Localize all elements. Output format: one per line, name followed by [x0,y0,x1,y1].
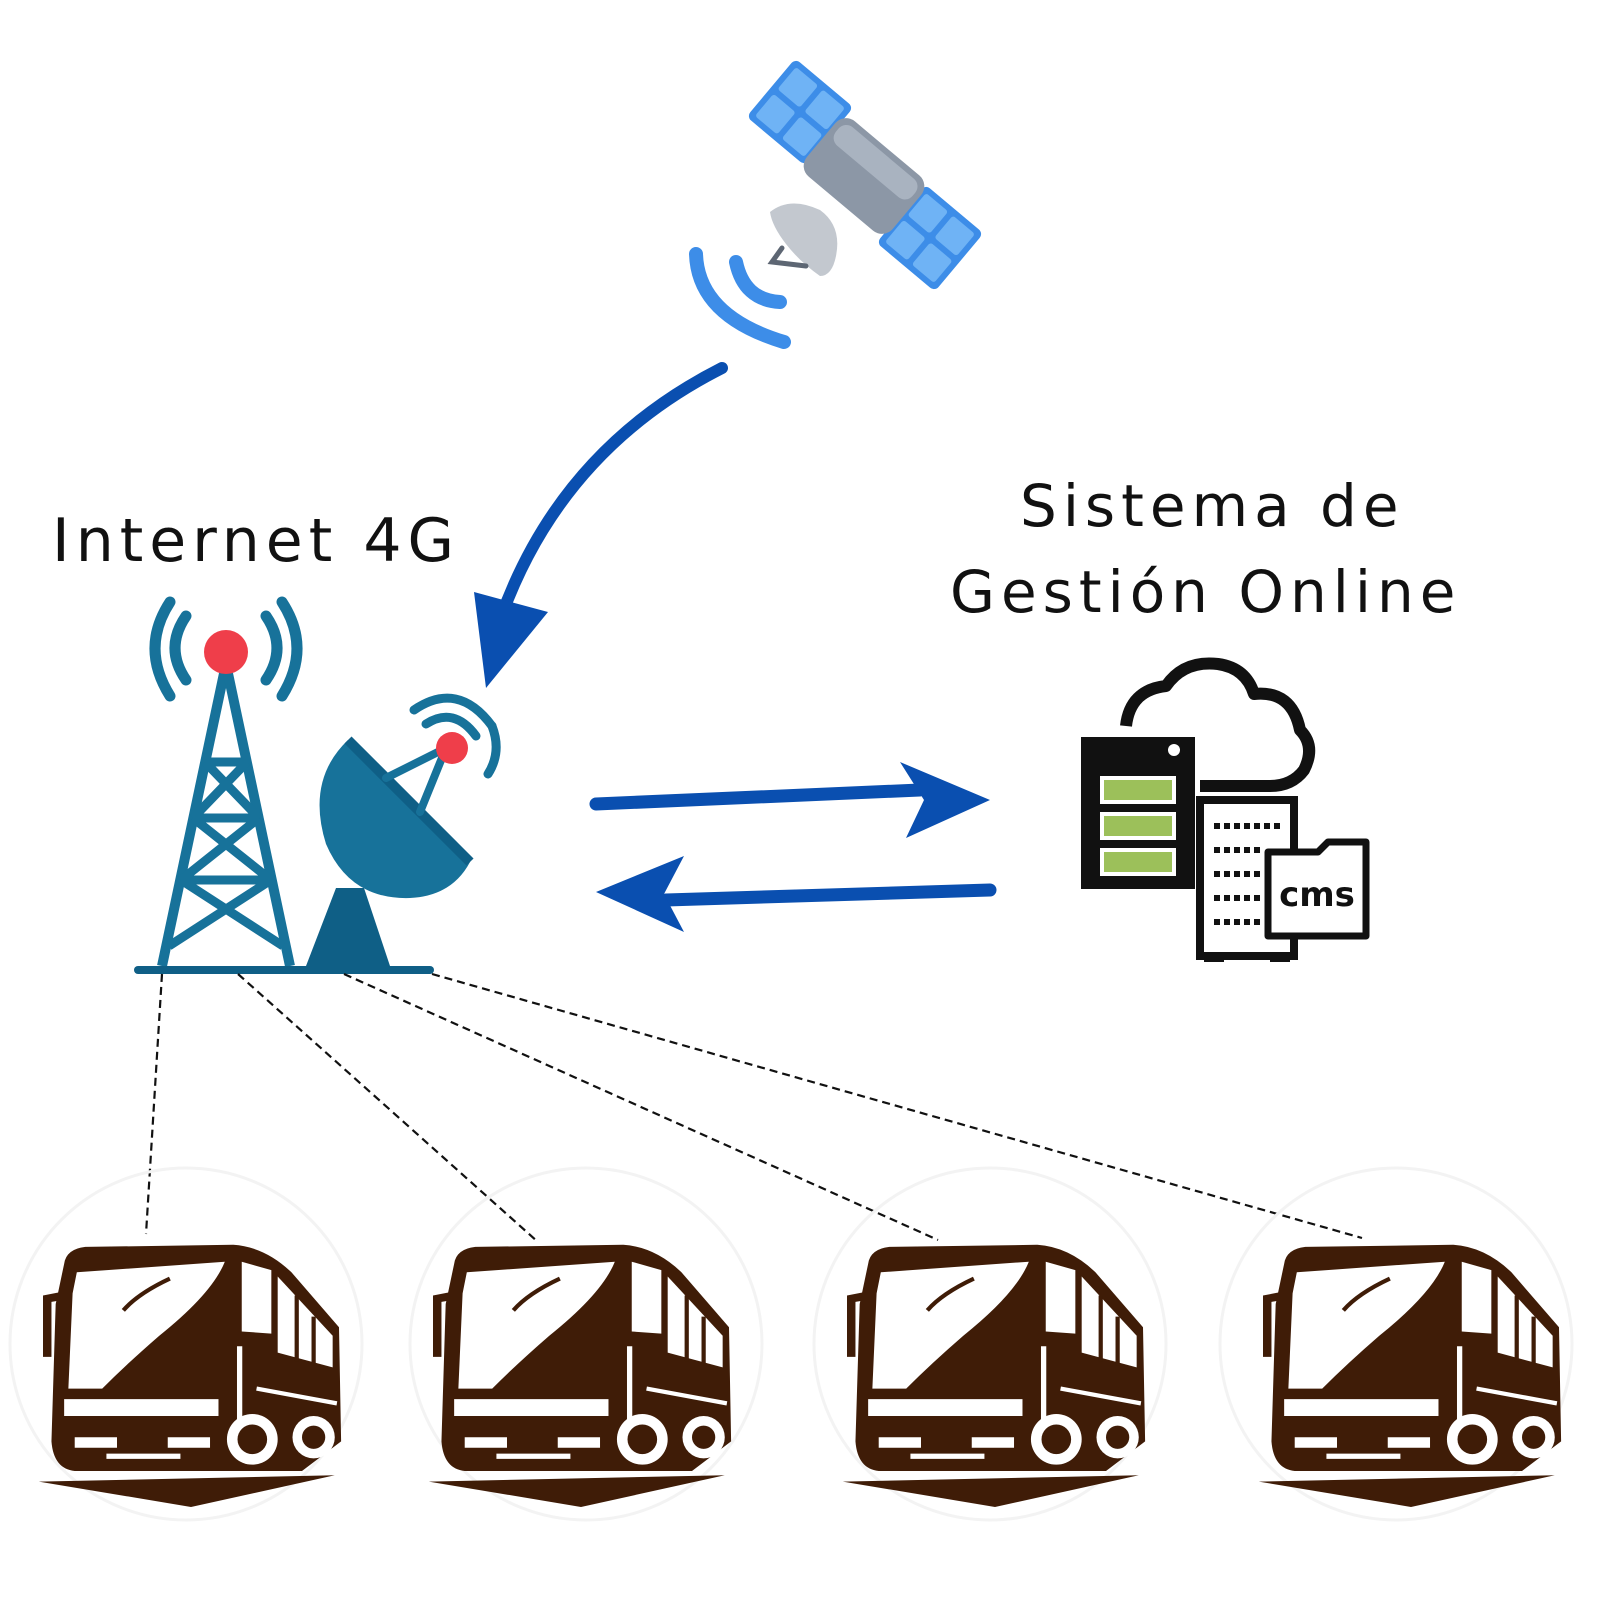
satellite-icon [689,60,982,349]
sistema-label-line2: Gestión Online [950,558,1462,626]
bus-4 [1218,1166,1574,1522]
satellite-dish-icon [306,693,501,966]
sistema-label-line1: Sistema de [1020,472,1405,540]
bus-icon [39,1245,341,1507]
dashed-links [144,972,1363,1243]
uplink-arrow [589,762,990,838]
link-bus-1 [144,973,164,1235]
cloud-server-cms-icon: cms [1081,657,1370,962]
bus-fleet [8,1166,1574,1522]
internet-4g-label: Internet 4G [52,506,460,576]
downlink-return-arrow [596,856,997,932]
bus-icon [429,1245,731,1507]
bus-3 [812,1166,1168,1522]
downlink-arrow [474,362,728,688]
bus-2 [408,1166,764,1522]
bus-1 [8,1166,364,1522]
cell-tower-icon [134,596,434,974]
bus-icon [843,1245,1145,1507]
link-bus-2 [237,973,539,1243]
cms-label: cms [1279,875,1355,915]
link-bus-4 [431,972,1363,1240]
bus-icon [1259,1245,1561,1507]
link-bus-3 [343,972,939,1242]
